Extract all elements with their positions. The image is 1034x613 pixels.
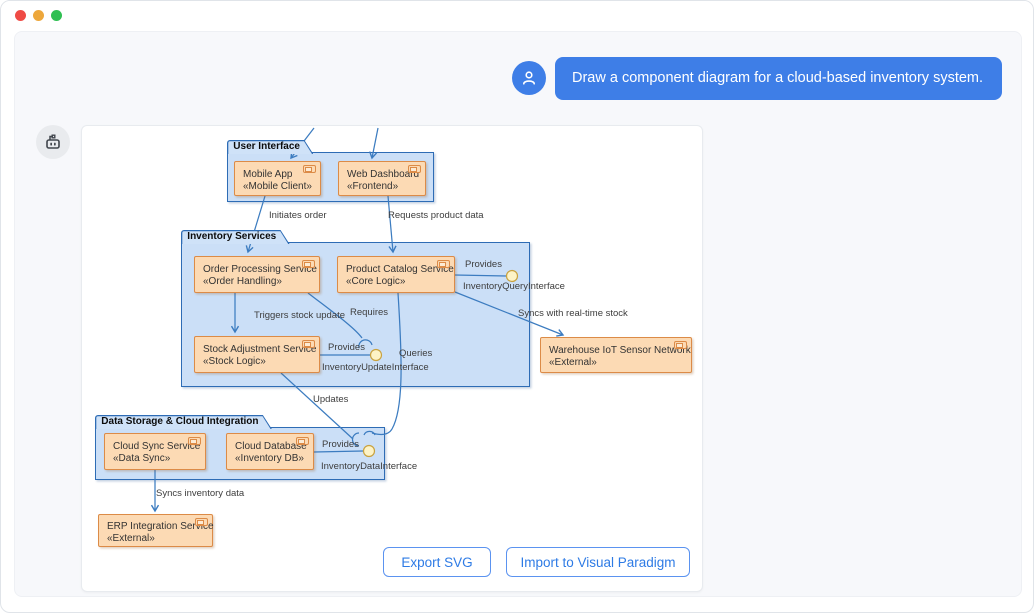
edge-label-queries: Queries (399, 348, 433, 359)
socket-data-interface-b (363, 430, 376, 436)
main-content: Draw a component diagram for a cloud-bas… (14, 31, 1022, 597)
component-mobile-app: Mobile App «Mobile Client» (234, 161, 321, 196)
person-icon (523, 71, 535, 85)
interface-name-query: InventoryQueryInterface (463, 281, 565, 292)
edge-provides-data (313, 450, 364, 453)
diagram-canvas: User Interface Inventory Services Data S… (81, 125, 703, 592)
export-svg-button[interactable]: Export SVG (383, 547, 491, 577)
package-tab-user-interface: User Interface (227, 140, 313, 154)
component-icon (437, 260, 450, 268)
minimize-window-icon[interactable] (33, 10, 44, 21)
user-avatar (512, 61, 546, 95)
edge-syncs-realtime (454, 291, 565, 337)
maximize-window-icon[interactable] (51, 10, 62, 21)
package-tab-data-storage: Data Storage & Cloud Integration (95, 415, 272, 429)
interface-ball-update (369, 348, 383, 362)
component-product-catalog: Product Catalog Service «Core Logic» (337, 256, 455, 293)
socket-data-interface-a (351, 432, 360, 447)
component-icon (674, 341, 687, 349)
edge-queries (371, 292, 402, 436)
edge-label-initiates-order: Initiates order (269, 210, 327, 221)
edge-label-requires: Requires (350, 307, 389, 318)
edge-provides-query (454, 274, 507, 277)
robot-icon (46, 134, 60, 149)
interface-relation-query: Provides (465, 259, 502, 270)
component-icon (302, 340, 315, 348)
component-icon (296, 437, 309, 445)
edge-requires (307, 292, 363, 339)
bot-avatar (36, 125, 70, 159)
edge-label-syncs-realtime: Syncs with real-time stock (518, 308, 628, 319)
interface-relation-update: Provides (328, 342, 365, 353)
component-erp-integration: ERP Integration Service «External» (98, 514, 214, 547)
component-cloud-sync: Cloud Sync Service «Data Sync» (104, 433, 206, 470)
interface-relation-data: Provides (322, 439, 359, 450)
import-visual-paradigm-button[interactable]: Import to Visual Paradigm (506, 547, 690, 577)
edge-label-triggers-stock-update: Triggers stock update (254, 310, 345, 321)
close-window-icon[interactable] (15, 10, 26, 21)
package-label: Data Storage & Cloud Integration (96, 416, 270, 429)
package-label: Inventory Services (182, 231, 288, 244)
component-cloud-database: Cloud Database «Inventory DB» (226, 433, 314, 470)
interface-ball-data (362, 444, 376, 458)
package-label: User Interface (228, 141, 312, 154)
edge-requests-product-data (387, 195, 397, 254)
component-icon (188, 437, 201, 445)
component-warehouse-iot: Warehouse IoT Sensor Network «External» (540, 337, 692, 373)
edge-label-requests-product-data: Requests product data (388, 210, 484, 221)
component-icon (195, 518, 208, 526)
component-web-dashboard: Web Dashboard «Frontend» (338, 161, 426, 196)
window-titlebar (1, 1, 1033, 31)
edge-actor-dashboard (369, 127, 379, 160)
component-stock-adjustment: Stock Adjustment Service «Stock Logic» (194, 336, 320, 373)
user-message-bubble: Draw a component diagram for a cloud-bas… (555, 57, 1002, 100)
interface-name-update: InventoryUpdateInterface (322, 362, 429, 373)
component-icon (303, 165, 316, 173)
component-icon (302, 260, 315, 268)
edge-updates (280, 372, 354, 440)
interface-name-data: InventoryDataInterface (321, 461, 418, 472)
socket-update-interface (358, 339, 373, 349)
interface-ball-query (505, 269, 519, 283)
component-order-processing: Order Processing Service «Order Handling… (194, 256, 320, 293)
edge-label-updates: Updates (313, 394, 349, 405)
edge-label-syncs-inventory: Syncs inventory data (156, 488, 245, 499)
component-icon (408, 165, 421, 173)
package-tab-inventory-services: Inventory Services (181, 230, 290, 244)
